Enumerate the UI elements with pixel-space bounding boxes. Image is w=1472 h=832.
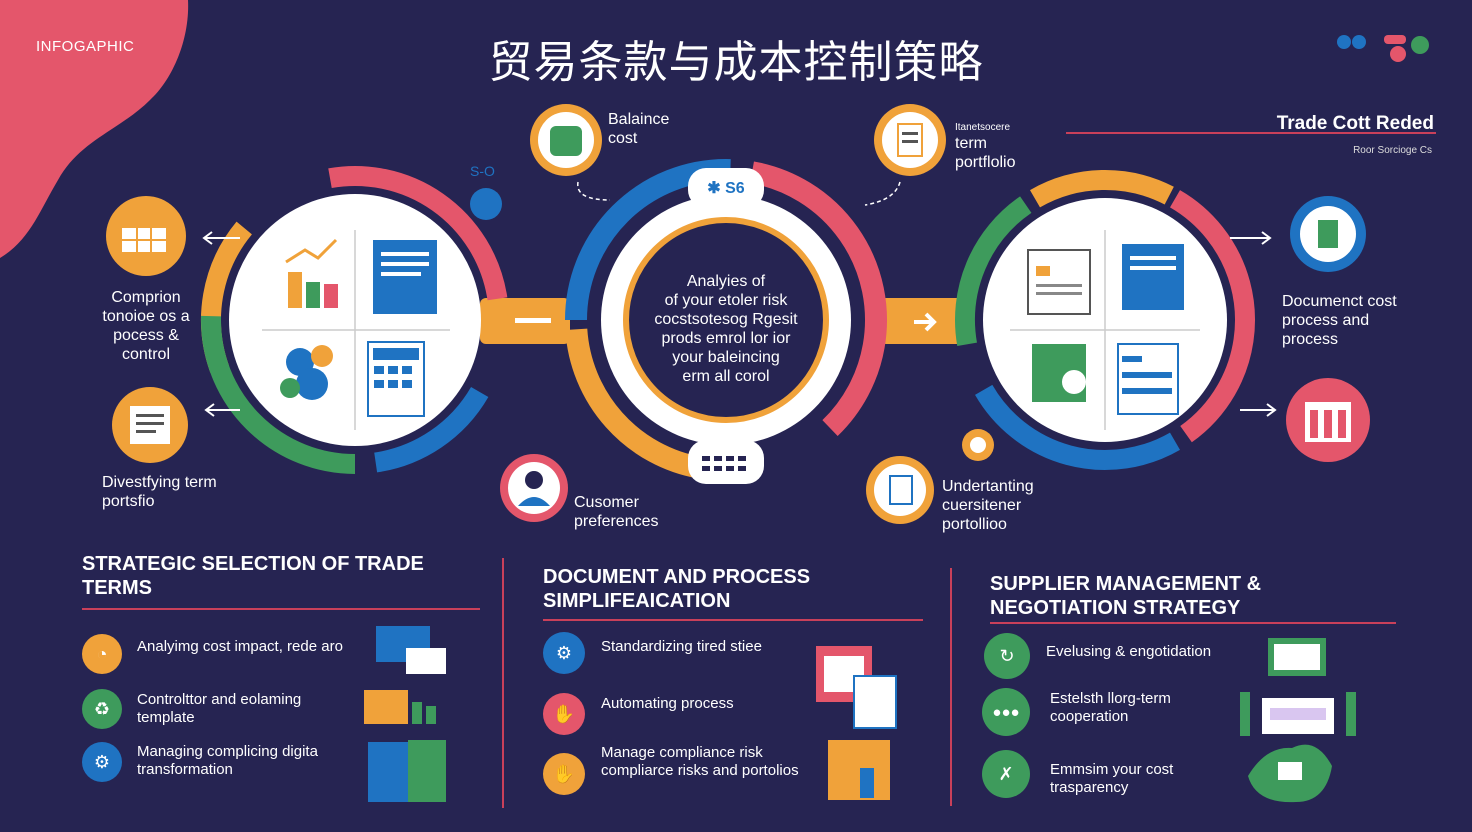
chart-icon: ◔ <box>82 634 122 674</box>
hand-icon: ✋ <box>543 693 585 735</box>
section-supplier: SUPPLIER MANAGEMENT & NEGOTIATION STRATE… <box>990 572 1396 624</box>
section-divider <box>502 558 504 808</box>
left-label-top: Comprion tonoioe os a pocess & control <box>102 289 190 363</box>
section-strategic: STRATEGIC SELECTION OF TRADE TERMS <box>82 552 482 610</box>
section-divider <box>950 568 952 806</box>
term-portfolio-small: Itanetsocere <box>955 122 1011 133</box>
list-item: Manage compliance risk compliarce risks … <box>601 744 799 779</box>
left-hub <box>201 166 509 474</box>
list-item: Managing complicing digita transformatio… <box>137 743 318 778</box>
center-badge: ✱ S6 <box>707 180 745 197</box>
subtitle: Trade Cott Reded <box>1276 113 1434 134</box>
understanding-icon <box>866 456 934 524</box>
recycle-icon: ♻ <box>82 689 122 729</box>
left-label-bottom: Divestfying term portsfio <box>102 474 217 510</box>
center-line: erm all corol <box>682 368 770 385</box>
section-underline <box>543 619 923 621</box>
page-title: 贸易条款与成本控制策略 <box>488 37 984 88</box>
term-portfolio-icon <box>874 104 946 176</box>
right-label: Documenct cost process and process <box>1282 293 1397 348</box>
list-item: Analyimg cost impact, rede aro <box>137 638 343 655</box>
customer-icon <box>500 454 568 522</box>
section2-illustrations <box>816 646 897 800</box>
list-item: Controlttor and eolaming template <box>137 691 302 726</box>
gear-icon: ⚙ <box>82 742 122 782</box>
gear-icon: ⚙ <box>543 632 585 674</box>
section-title: STRATEGIC SELECTION OF TRADE TERMS <box>82 553 424 599</box>
logo-icon <box>1337 35 1429 62</box>
globe-icon <box>470 188 502 220</box>
list-item: Emmsim your cost trasparency <box>1050 761 1174 796</box>
subsubtitle: Roor Sorcioge Cs <box>1353 145 1432 156</box>
refresh-icon: ↻ <box>984 633 1030 679</box>
section-document: DOCUMENT AND PROCESS SIMPLIFEAICATION <box>543 565 923 621</box>
section-title: DOCUMENT AND PROCESS SIMPLIFEAICATION <box>543 566 811 612</box>
handshake-icon: ✗ <box>982 750 1030 798</box>
section-underline <box>82 608 480 610</box>
center-line: of your etoler risk <box>664 292 788 309</box>
center-line: prods emrol lor ior <box>661 330 791 347</box>
team-icon: ●●● <box>982 688 1030 736</box>
corner-blob <box>0 0 189 258</box>
brand-label: INFOGAPHIC <box>36 38 135 55</box>
center-hub <box>565 159 887 484</box>
list-item: Standardizing tired stiee <box>601 638 762 655</box>
portfolio-circle-icon <box>112 387 188 463</box>
balance-cost-label: Balaince cost <box>608 111 670 147</box>
list-item: Automating process <box>601 695 734 712</box>
center-line: cocstsotesog Rgesit <box>654 311 798 328</box>
center-text: Analyies of of your etoler risk cocstsot… <box>626 272 826 386</box>
list-item: Evelusing & engotidation <box>1046 643 1212 660</box>
section-underline <box>990 622 1396 624</box>
section-title: SUPPLIER MANAGEMENT & NEGOTIATION STRATE… <box>990 573 1262 619</box>
building-icon <box>1286 378 1370 462</box>
subtitle-divider <box>1066 132 1436 134</box>
center-line: your baleincing <box>672 349 780 366</box>
section3-illustrations <box>1240 638 1356 803</box>
term-portfolio-label: term portflolio <box>955 135 1016 171</box>
center-line: Analyies of <box>686 273 766 290</box>
document-process-icon <box>1290 196 1366 272</box>
small-note-left: S-O <box>470 163 495 179</box>
right-hub <box>955 170 1256 470</box>
customer-label: Cusomer preferences <box>574 494 659 530</box>
comparison-circle-icon <box>106 196 186 276</box>
hub-diagram: S-O <box>106 104 1370 524</box>
list-item: Estelsth llorg-term cooperation <box>1050 690 1171 725</box>
hand-coin-icon: ✋ <box>543 753 585 795</box>
understanding-label: Undertanting cuersitener portollioo <box>942 478 1034 533</box>
balance-cost-icon <box>530 104 602 176</box>
section1-illustrations <box>364 626 446 802</box>
